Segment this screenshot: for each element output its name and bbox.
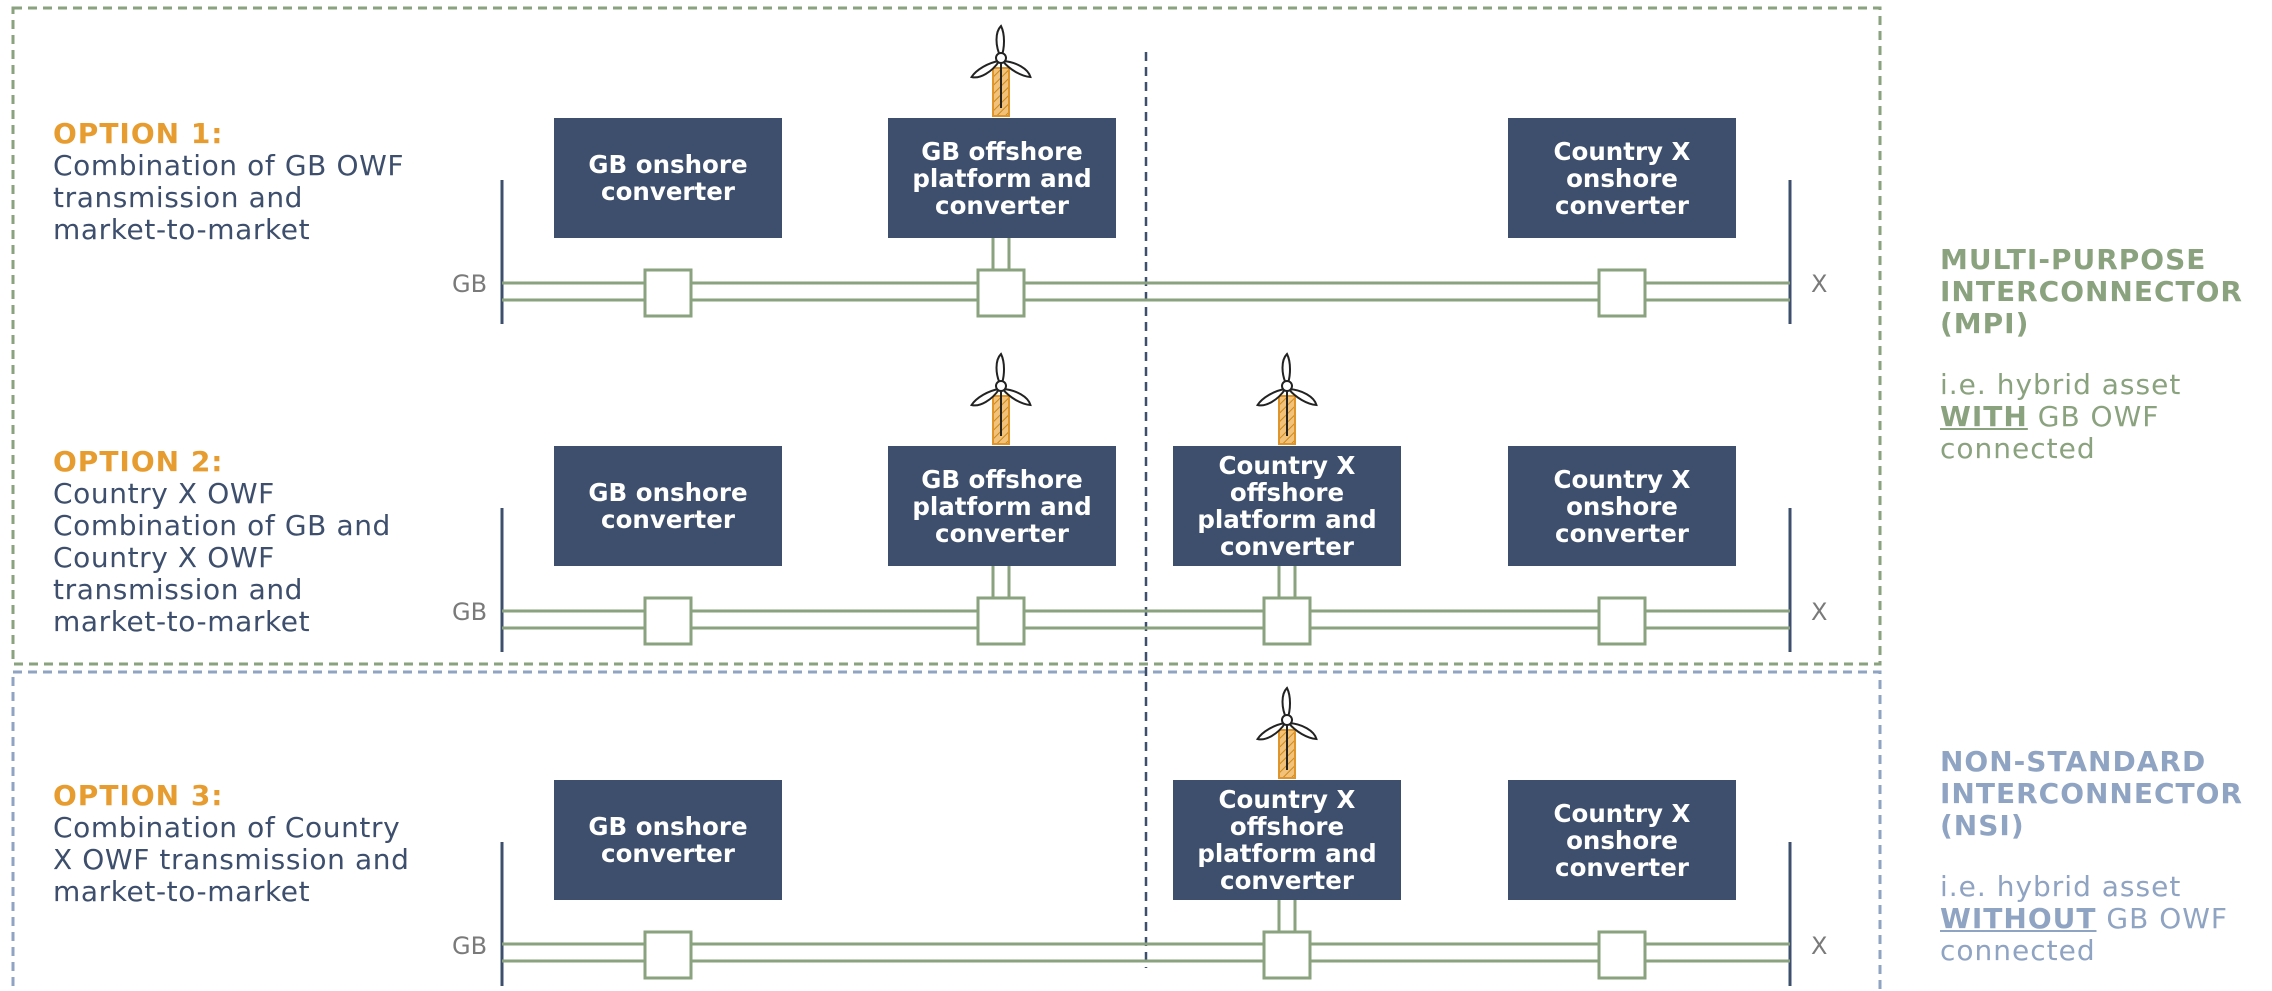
wind-turbine-icon (969, 353, 1034, 445)
box-label: Country X (1218, 785, 1356, 814)
gb-end-label: GB (452, 598, 488, 626)
mpi-title-line: INTERCONNECTOR (1940, 275, 2243, 308)
box-label: converter (1555, 852, 1689, 882)
row-1-lines (500, 180, 1792, 324)
box-label: GB onshore (588, 150, 748, 179)
mpi-frame (11, 6, 1882, 666)
box-label: platform and (1197, 839, 1377, 868)
nsi-desc-line: connected (1940, 934, 2096, 967)
box-label: converter (935, 518, 1069, 548)
x-end-label: X (1811, 598, 1828, 626)
gb-offshore-platform-box: GB offshore platform and converter (888, 446, 1116, 566)
nsi-title-line: INTERCONNECTOR (1940, 777, 2243, 810)
box-label: converter (1220, 532, 1354, 561)
box-label: GB offshore (921, 136, 1083, 166)
option-2-label: OPTION 2: Country X OWF Combination of G… (53, 446, 453, 638)
box-label: converter (601, 177, 735, 206)
option-2-line: Combination of GB and (53, 509, 391, 542)
nsi-title: NON-STANDARD INTERCONNECTOR (NSI) (1940, 746, 2270, 842)
option-2-line: Country X OWF (53, 477, 275, 510)
box-label: platform and (912, 491, 1092, 521)
mpi-desc-suffix: GB OWF (2037, 400, 2160, 433)
box-label: converter (1220, 866, 1354, 895)
mpi-title: MULTI-PURPOSE INTERCONNECTOR (MPI) (1940, 244, 2270, 340)
mpi-classification: MULTI-PURPOSE INTERCONNECTOR (MPI) i.e. … (1940, 244, 2270, 465)
x-end-label: X (1811, 932, 1828, 960)
row-3-lines (500, 842, 1792, 986)
nsi-emphasis: WITHOUT (1940, 902, 2097, 935)
nsi-desc-line: i.e. hybrid asset (1940, 870, 2182, 903)
nsi-desc-suffix: GB OWF (2106, 902, 2229, 935)
option-2-line: Country X OWF (53, 541, 275, 574)
nsi-desc-line: WITHOUT GB OWF (1940, 903, 2270, 935)
box-label: converter (601, 505, 735, 534)
mpi-desc-line: WITH GB OWF (1940, 401, 2270, 433)
country-x-onshore-converter-box: Country X onshore converter (1508, 446, 1736, 566)
wind-turbine-icon (1255, 353, 1320, 445)
option-3-line: Combination of Country (53, 811, 401, 844)
box-label: converter (1555, 518, 1689, 548)
box-label: offshore (1229, 478, 1345, 507)
option-1-title: OPTION 1: (53, 117, 224, 150)
gb-end-label: GB (452, 270, 488, 298)
box-label: converter (601, 839, 735, 868)
nsi-description: i.e. hybrid asset WITHOUT GB OWF connect… (1940, 871, 2270, 967)
mpi-desc-line: i.e. hybrid asset (1940, 368, 2182, 401)
gb-onshore-converter-box: GB onshore converter (554, 118, 782, 238)
nsi-title-line: (NSI) (1940, 809, 2025, 842)
box-label: Country X (1218, 451, 1356, 480)
mpi-description: i.e. hybrid asset WITH GB OWF connected (1940, 369, 2270, 465)
nsi-classification: NON-STANDARD INTERCONNECTOR (NSI) i.e. h… (1940, 746, 2270, 967)
box-label: offshore (1229, 812, 1345, 841)
country-x-onshore-converter-box: Country X onshore converter (1508, 118, 1736, 238)
mpi-emphasis: WITH (1940, 400, 2028, 433)
gb-onshore-converter-box: GB onshore converter (554, 446, 782, 566)
box-label: Country X (1553, 136, 1691, 166)
nsi-title-line: NON-STANDARD (1940, 745, 2207, 778)
gb-end-label: GB (452, 932, 488, 960)
x-end-label: X (1811, 270, 1828, 298)
box-label: converter (1555, 190, 1689, 220)
mpi-title-line: (MPI) (1940, 307, 2030, 340)
option-1-line: market-to-market (53, 213, 311, 246)
box-label: GB onshore (588, 478, 748, 507)
option-1-line: Combination of GB OWF (53, 149, 405, 182)
box-label: Country X (1553, 798, 1691, 828)
country-x-offshore-platform-box: Country X offshore platform and converte… (1173, 780, 1401, 900)
row-2-lines (500, 508, 1792, 652)
option-2-line: transmission and (53, 573, 304, 606)
box-label: onshore (1566, 825, 1678, 855)
gb-offshore-platform-box: GB offshore platform and converter (888, 118, 1116, 238)
box-label: GB offshore (921, 464, 1083, 494)
country-x-offshore-platform-box: Country X offshore platform and converte… (1173, 446, 1401, 566)
box-label: converter (935, 190, 1069, 220)
country-x-onshore-converter-box: Country X onshore converter (1508, 780, 1736, 900)
box-label: platform and (912, 163, 1092, 193)
box-label: platform and (1197, 505, 1377, 534)
gb-onshore-converter-box: GB onshore converter (554, 780, 782, 900)
box-label: onshore (1566, 163, 1678, 193)
option-3-line: X OWF transmission and (53, 843, 410, 876)
option-1-line: transmission and (53, 181, 304, 214)
wind-turbine-icon (969, 25, 1034, 117)
box-label: GB onshore (588, 812, 748, 841)
mpi-title-line: MULTI-PURPOSE (1940, 243, 2207, 276)
option-1-label: OPTION 1: Combination of GB OWF transmis… (53, 118, 453, 246)
option-2-title: OPTION 2: (53, 445, 224, 478)
option-3-title: OPTION 3: (53, 779, 224, 812)
option-3-label: OPTION 3: Combination of Country X OWF t… (53, 780, 453, 908)
box-label: onshore (1566, 491, 1678, 521)
mpi-desc-line: connected (1940, 432, 2096, 465)
option-2-line: market-to-market (53, 605, 311, 638)
box-label: Country X (1553, 464, 1691, 494)
option-3-line: market-to-market (53, 875, 311, 908)
wind-turbine-icon (1255, 687, 1320, 779)
nsi-frame (11, 670, 1882, 991)
